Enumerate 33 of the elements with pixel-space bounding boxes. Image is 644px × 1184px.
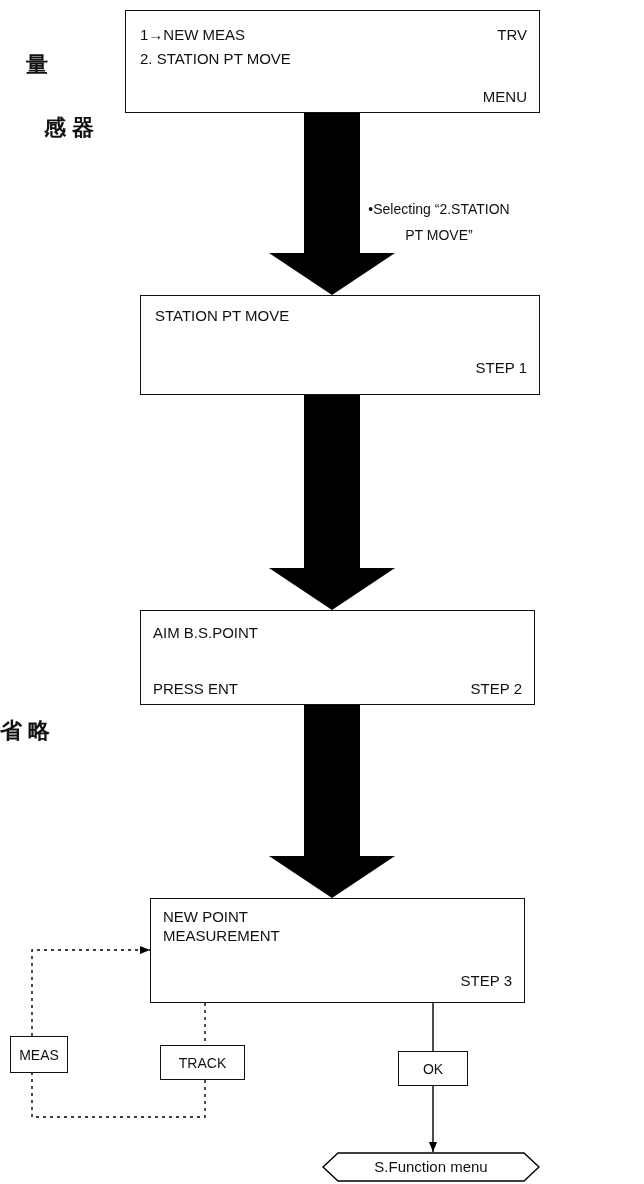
screen-text: 2. STATION PT MOVE [140,49,291,68]
key-label: TRACK [178,1054,227,1071]
heading-text: 省略 [0,716,56,745]
display-screen [140,610,535,705]
key-label: OK [422,1060,444,1077]
screen-text: PRESS ENT [153,679,239,698]
screen-text: STATION PT MOVE [155,306,290,325]
key-box [10,1036,68,1073]
screen-text: 1→NEW MEAS [140,25,245,44]
screen-text: TRV [497,25,527,44]
step-label: STEP 3 [460,971,512,990]
heading-text: 量 [26,50,54,79]
step-label: STEP 2 [470,679,522,698]
menu-label: S.Function menu [374,1159,488,1175]
block-arrow [269,395,395,610]
heading-text: 感器 [44,113,100,142]
block-arrow [269,113,395,295]
key-label: MEAS [19,1046,59,1063]
screen-text: NEW POINT MEASUREMENT [163,907,281,945]
menu-hexagon [322,1152,540,1182]
dotted-connector [31,1072,206,1118]
connector-line [429,1085,437,1153]
screen-text: MENU [482,87,527,106]
dotted-connector [31,946,151,1037]
step-label: STEP 1 [475,358,527,377]
block-arrow [269,705,395,898]
display-screen [150,898,525,1003]
key-box [160,1045,245,1080]
connector-line [432,1002,434,1052]
key-box [398,1051,468,1086]
display-screen [140,295,540,395]
screen-text: AIM B.S.POINT [153,623,258,642]
display-screen [125,10,540,113]
